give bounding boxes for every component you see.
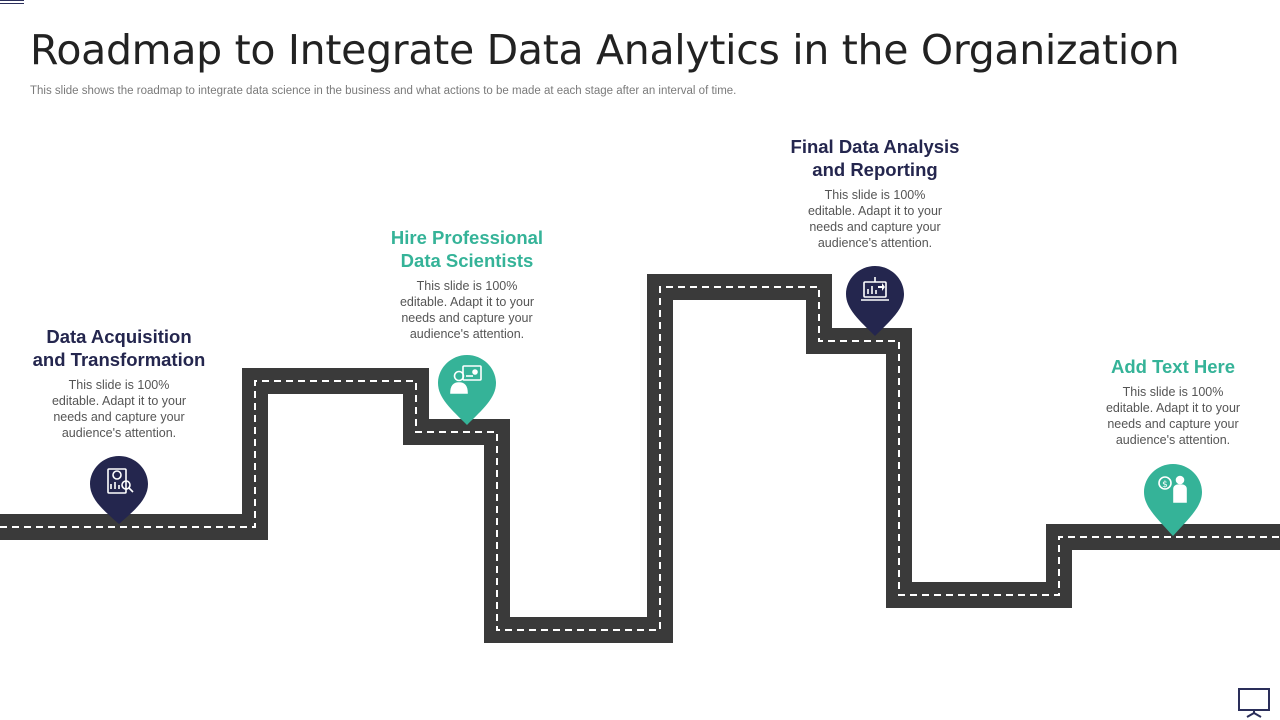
money-person-icon: $ xyxy=(1158,475,1187,503)
stage-1-title: Data Acquisition and Transformation xyxy=(19,325,219,371)
stage-2-title: Hire Professional Data Scientists xyxy=(367,226,567,272)
corner-accent xyxy=(0,0,24,4)
stage-3-map-pin xyxy=(846,266,904,336)
stage-4-description: This slide is 100% editable. Adapt it to… xyxy=(1073,384,1273,448)
stage-4-title: Add Text Here xyxy=(1073,355,1273,378)
stage-1-desc-line: editable. Adapt it to your xyxy=(51,394,187,408)
stage-3: Final Data Analysis and Reporting This s… xyxy=(775,135,975,251)
stage-1-map-pin xyxy=(90,456,148,524)
stage-3-desc-line: This slide is 100% xyxy=(824,188,926,202)
stage-1-desc-line: This slide is 100% xyxy=(68,378,170,392)
stage-1-title-line-1: Data Acquisition xyxy=(46,326,192,347)
stage-2-title-line-1: Hire Professional xyxy=(390,227,544,248)
stage-3-desc-line: editable. Adapt it to your xyxy=(807,204,943,218)
scientist-presentation-icon xyxy=(450,365,482,394)
stage-1-desc-line: audience's attention. xyxy=(61,426,177,440)
stage-1-desc-line: needs and capture your xyxy=(53,410,185,424)
stage-2-title-line-2: Data Scientists xyxy=(400,250,534,271)
stage-1-description: This slide is 100% editable. Adapt it to… xyxy=(19,377,219,441)
stage-2-description: This slide is 100% editable. Adapt it to… xyxy=(367,278,567,342)
report-magnifier-icon xyxy=(107,468,134,494)
road-center-dash xyxy=(0,286,1280,631)
stage-3-title-line-2: and Reporting xyxy=(812,159,938,180)
stage-4-desc-line: editable. Adapt it to your xyxy=(1105,401,1241,415)
page-title: Roadmap to Integrate Data Analytics in t… xyxy=(30,26,1180,74)
stage-4-map-pin: $ xyxy=(1144,464,1202,536)
stage-2-desc-line: editable. Adapt it to your xyxy=(399,295,535,309)
stage-2-desc-line: audience's attention. xyxy=(409,327,525,341)
stage-4-desc-line: needs and capture your xyxy=(1107,417,1239,431)
presentation-board-icon[interactable] xyxy=(1238,688,1270,718)
stage-3-desc-line: audience's attention. xyxy=(817,236,933,250)
stage-3-description: This slide is 100% editable. Adapt it to… xyxy=(775,187,975,251)
stage-2: Hire Professional Data Scientists This s… xyxy=(367,226,567,342)
page-subtitle: This slide shows the roadmap to integrat… xyxy=(30,85,737,97)
stage-2-map-pin xyxy=(438,355,496,425)
stage-4: Add Text Here This slide is 100% editabl… xyxy=(1073,355,1273,448)
stage-1-title-line-2: and Transformation xyxy=(32,349,206,370)
svg-text:$: $ xyxy=(1162,480,1168,490)
stage-4-desc-line: audience's attention. xyxy=(1115,433,1231,447)
stage-3-title: Final Data Analysis and Reporting xyxy=(775,135,975,181)
stage-4-desc-line: This slide is 100% xyxy=(1122,385,1224,399)
stage-4-title-line-1: Add Text Here xyxy=(1110,356,1236,377)
stage-3-desc-line: needs and capture your xyxy=(809,220,941,234)
stage-2-desc-line: This slide is 100% xyxy=(416,279,518,293)
analysis-screen-icon xyxy=(861,277,889,301)
stage-2-desc-line: needs and capture your xyxy=(401,311,533,325)
stage-3-title-line-1: Final Data Analysis xyxy=(790,136,960,157)
stage-1: Data Acquisition and Transformation This… xyxy=(19,325,219,441)
